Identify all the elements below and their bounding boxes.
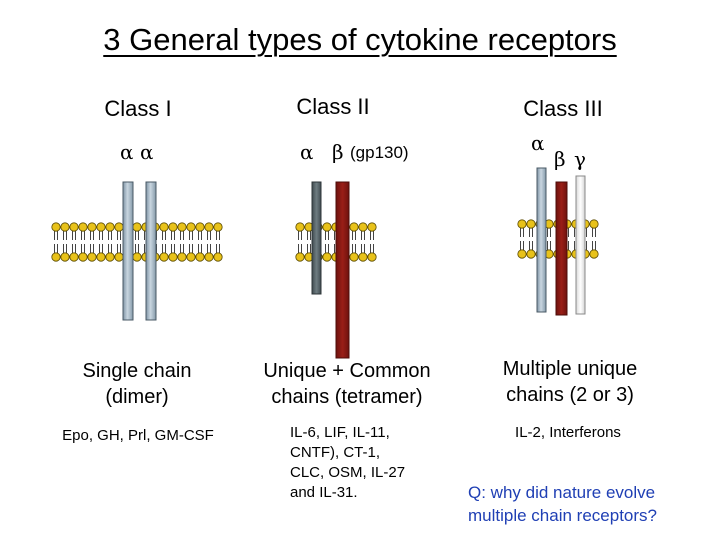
class-1-description-line-2: (dimer) xyxy=(105,386,169,408)
class-2-description-line-2: chains (tetramer) xyxy=(271,386,423,408)
class-2-chain-beta: β xyxy=(332,140,344,164)
class-1-description: Single chain (dimer) xyxy=(42,358,232,410)
class-3-description: Multiple unique chains (2 or 3) xyxy=(470,356,670,408)
class-2-examples-line-2: CNTF), CT-1, xyxy=(290,444,380,461)
class-1-label: Class I xyxy=(104,96,172,121)
class-1-description-line-1: Single chain xyxy=(82,360,192,382)
class-2-description-line-1: Unique + Common xyxy=(263,360,431,382)
class-3-label: Class III xyxy=(523,96,603,121)
class-2-examples-line-4: and IL-31. xyxy=(290,484,358,501)
class-1-chain-alpha-2: α xyxy=(140,140,154,164)
class-1-examples: Epo, GH, Prl, GM-CSF xyxy=(62,427,214,444)
class-3-chain-alpha-bar xyxy=(536,167,547,313)
class-2-examples-line-1: IL-6, LIF, IL-11, xyxy=(290,424,390,441)
class-2-description: Unique + Common chains (tetramer) xyxy=(242,358,452,410)
class-2-chain-alpha-bar xyxy=(311,181,322,295)
class-3-chain-gamma: γ xyxy=(574,147,586,171)
class-2-chain-alpha: α xyxy=(300,140,314,164)
class-3-chain-beta: β xyxy=(554,147,566,171)
class-3-chain-gamma-bar xyxy=(575,175,586,315)
slide-title: 3 General types of cytokine receptors xyxy=(103,22,617,57)
class-3-chain-beta-bar xyxy=(555,181,568,316)
class-3-examples: IL-2, Interferons xyxy=(515,424,621,441)
class-2-examples: IL-6, LIF, IL-11, CNTF), CT-1, CLC, OSM,… xyxy=(290,423,460,503)
class-1-chain-1 xyxy=(122,181,134,321)
question-line-2: multiple chain receptors? xyxy=(468,506,657,525)
question-text: Q: why did nature evolve multiple chain … xyxy=(468,481,718,527)
class-1-chain-2 xyxy=(145,181,157,321)
class-2-chain-beta-bar xyxy=(335,181,350,359)
class-2-chain-gp130: (gp130) xyxy=(350,143,409,162)
class-1-membrane xyxy=(51,222,223,262)
class-2-label: Class II xyxy=(296,94,370,119)
class-3-description-line-2: chains (2 or 3) xyxy=(506,384,634,406)
class-2-examples-line-3: CLC, OSM, IL-27 xyxy=(290,464,406,481)
class-3-description-line-1: Multiple unique xyxy=(502,358,638,380)
class-3-chain-alpha: α xyxy=(531,131,545,155)
class-1-chain-alpha-1: α xyxy=(120,140,134,164)
question-line-1: Q: why did nature evolve xyxy=(468,483,656,502)
